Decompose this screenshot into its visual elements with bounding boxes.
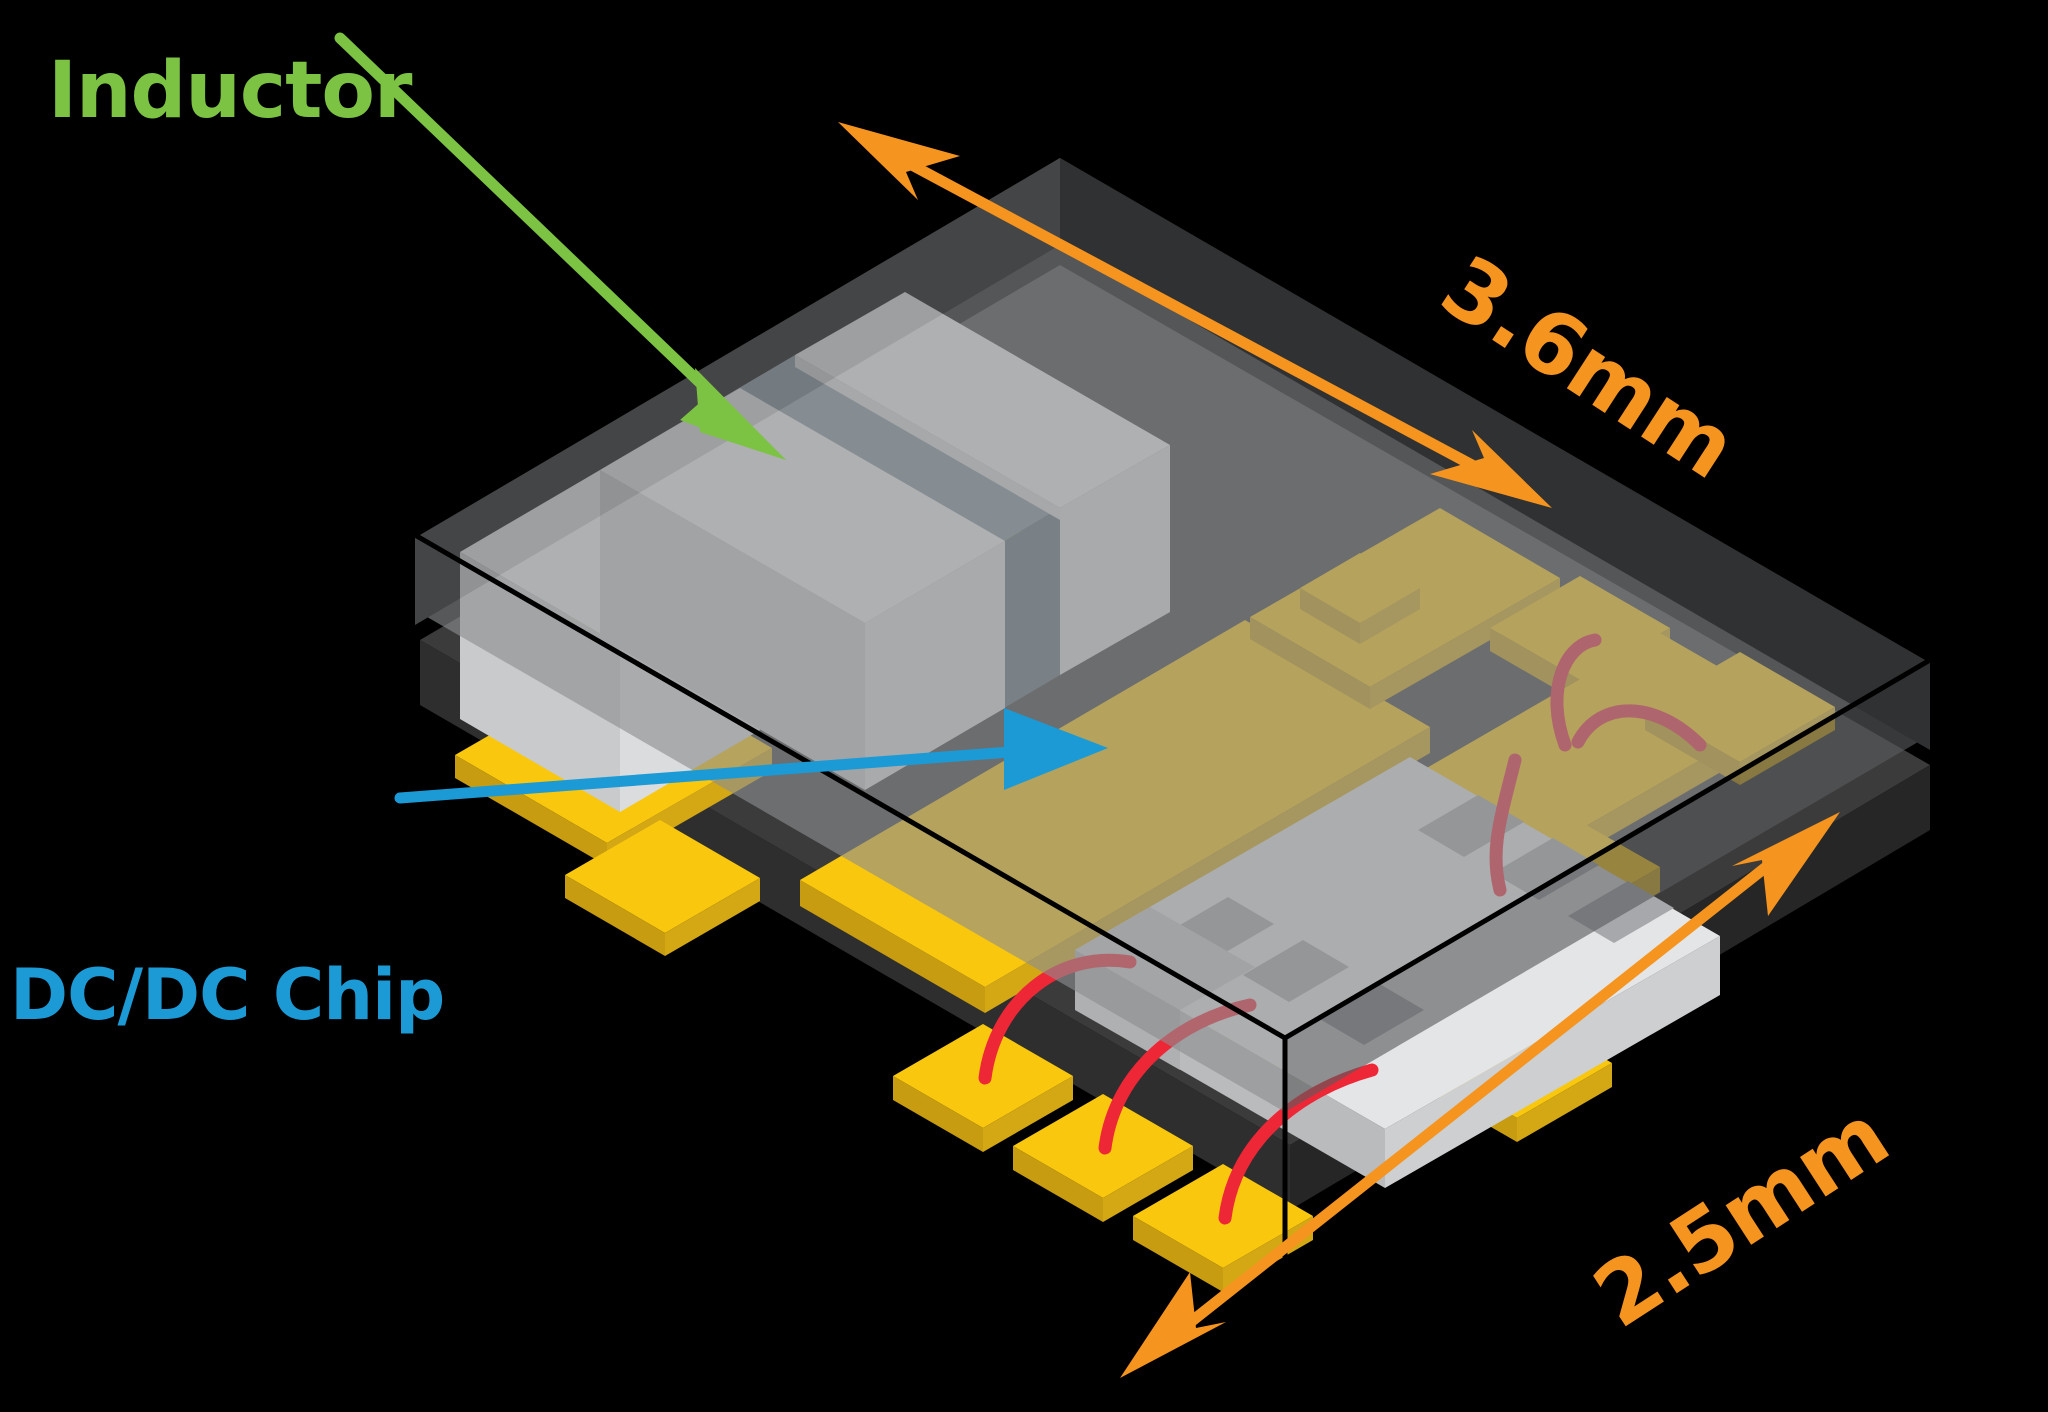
callout-leaders [334,32,1108,804]
mold-edge-top-left [413,152,1062,538]
dimension-label-length: 3.6mm [1424,237,1752,499]
bond-wire [1218,1063,1379,1225]
chip-arrowhead [1004,708,1108,790]
dimension-arrow-width [1120,812,1840,1378]
dimension-label-width: 2.5mm [1577,1086,1905,1348]
mold-cut-lines [413,152,1932,1380]
callout-chip [394,708,1108,804]
mold-edge-top-right [1058,152,1932,663]
mold-back-left-face [415,155,1060,625]
mold-right-face [1285,660,1930,1112]
arrowhead [838,122,960,200]
dimension-arrow-length [838,122,1552,508]
copper-lead-inductor-front-tab [565,820,760,956]
mold-edge-right [1283,657,1932,1041]
callout-inductor [334,32,786,460]
inductor-label: Inductor [48,46,413,136]
chip-leader-line [394,746,1016,804]
die-right-face [1385,936,1720,1188]
inductor-leader-line [334,32,724,406]
arrowhead [1430,430,1552,508]
mold-compound [415,155,1930,1112]
arrowhead [1732,812,1840,916]
mold-left-face [415,535,1285,1112]
mold-edge-left [413,532,1287,1041]
inductor-arrowhead-body [695,368,786,460]
dimension-arrows [838,122,1840,1378]
dc-dc-chip-label: DC/DC Chip [10,954,444,1036]
arrowhead [1120,1272,1226,1378]
